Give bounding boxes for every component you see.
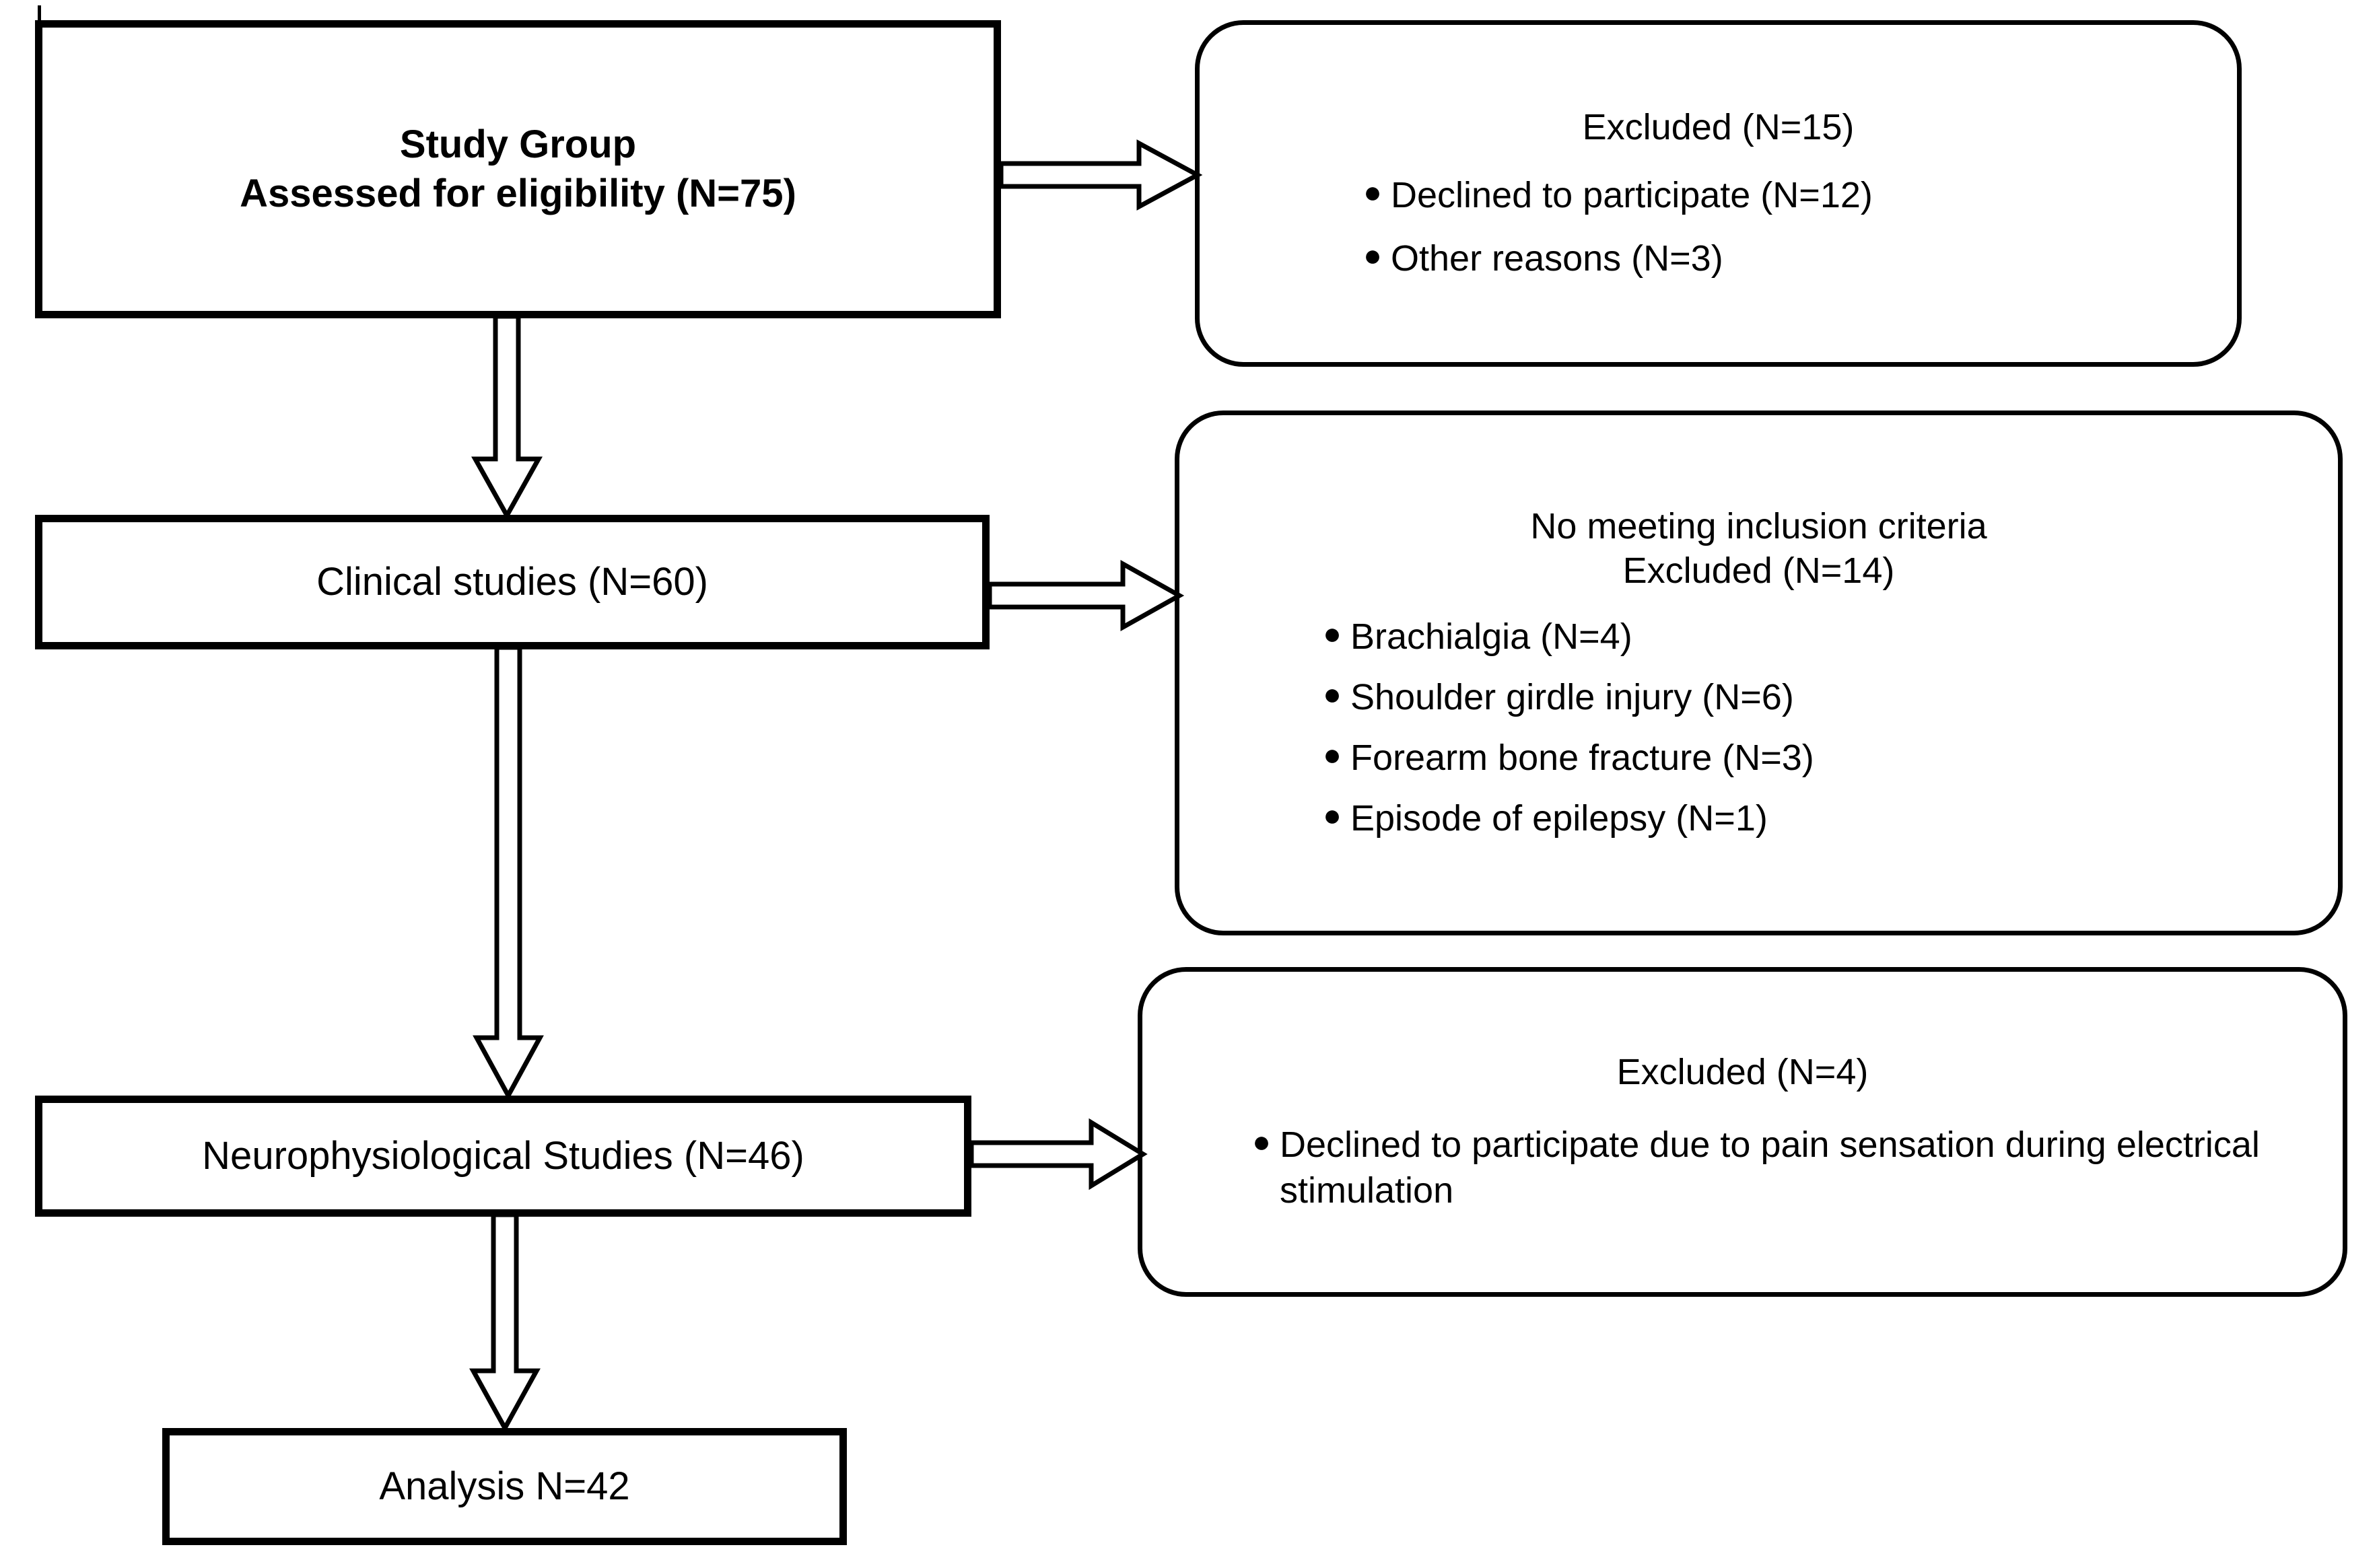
exclusion-item-text: Forearm bone fracture (N=3) — [1350, 737, 1814, 778]
exclusion-box-excluded-2-heading-line-1: No meeting inclusion criteria — [1530, 506, 1987, 547]
exclusion-box-excluded-1-heading-line-1: Excluded (N=15) — [1582, 106, 1855, 147]
exclusion-item-text: Other reasons (N=3) — [1391, 238, 1723, 279]
bullet-icon: ● — [1363, 238, 1382, 273]
flow-box-study-group[interactable]: Study Group Assessed for eligibility (N=… — [35, 20, 1001, 318]
list-item: ● Declined to participate (N=12) — [1354, 172, 2190, 218]
flow-box-neurophysiological-studies-text: Neurophysiological Studies (N=46) — [42, 1132, 964, 1181]
connector-arrow-study-group-to-excluded-1 — [998, 138, 1203, 212]
list-item: ● Brachialgia (N=4) — [1314, 614, 2298, 660]
flow-box-study-group-line-1: Study Group — [399, 122, 637, 166]
flow-box-analysis-line-1: Analysis N=42 — [379, 1464, 630, 1508]
connector-arrow-clinical-studies-to-excluded-2 — [987, 559, 1185, 633]
flow-box-clinical-studies[interactable]: Clinical studies (N=60) — [35, 515, 990, 649]
exclusion-box-excluded-2-list: ● Brachialgia (N=4) ● Shoulder girdle in… — [1314, 614, 2298, 841]
connector-arrow-clinical-studies-to-neurophysiological-studies — [471, 645, 545, 1101]
bullet-icon: ● — [1323, 615, 1342, 651]
list-item: ● Forearm bone fracture (N=3) — [1314, 735, 2298, 781]
scan-artifact-tick — [38, 5, 41, 26]
flow-box-neurophysiological-studies-line-1: Neurophysiological Studies (N=46) — [202, 1133, 804, 1178]
exclusion-box-excluded-3-heading-line-1: Excluded (N=4) — [1616, 1052, 1869, 1093]
exclusion-item-text: Declined to participate due to pain sens… — [1280, 1124, 2260, 1211]
connector-arrow-study-group-to-clinical-studies — [470, 314, 544, 521]
flow-box-study-group-text: Study Group Assessed for eligibility (N=… — [42, 120, 994, 218]
bullet-icon: ● — [1363, 174, 1382, 210]
flow-box-clinical-studies-line-1: Clinical studies (N=60) — [316, 559, 708, 604]
bullet-icon: ● — [1252, 1123, 1271, 1159]
exclusion-item-text: Declined to participate (N=12) — [1391, 175, 1873, 216]
connector-arrow-neurophysiological-studies-to-excluded-3 — [969, 1117, 1148, 1191]
list-item: ● Declined to participate due to pain se… — [1243, 1122, 2289, 1213]
flow-box-analysis-text: Analysis N=42 — [170, 1462, 839, 1511]
list-item: ● Shoulder girdle injury (N=6) — [1314, 674, 2298, 720]
exclusion-item-text: Episode of epilepsy (N=1) — [1350, 797, 1768, 839]
exclusion-box-excluded-2-heading-line-2: Excluded (N=14) — [1622, 550, 1895, 591]
exclusion-box-excluded-2[interactable]: No meeting inclusion criteria Excluded (… — [1175, 411, 2343, 935]
exclusion-item-text: Shoulder girdle injury (N=6) — [1350, 676, 1794, 717]
list-item: ● Episode of epilepsy (N=1) — [1314, 795, 2298, 841]
exclusion-box-excluded-3-list: ● Declined to participate due to pain se… — [1243, 1122, 2289, 1213]
exclusion-box-excluded-3[interactable]: Excluded (N=4) ● Declined to participate… — [1138, 967, 2347, 1297]
flow-box-clinical-studies-text: Clinical studies (N=60) — [42, 558, 982, 607]
flow-box-neurophysiological-studies[interactable]: Neurophysiological Studies (N=46) — [35, 1096, 971, 1217]
flow-box-analysis[interactable]: Analysis N=42 — [162, 1428, 847, 1545]
exclusion-box-excluded-2-heading: No meeting inclusion criteria Excluded (… — [1220, 505, 2298, 594]
bullet-icon: ● — [1323, 736, 1342, 772]
exclusion-box-excluded-1[interactable]: Excluded (N=15) ● Declined to participat… — [1195, 20, 2242, 367]
bullet-icon: ● — [1323, 676, 1342, 711]
exclusion-box-excluded-1-list: ● Declined to participate (N=12) ● Other… — [1354, 172, 2190, 281]
exclusion-box-excluded-1-heading: Excluded (N=15) — [1247, 106, 2190, 150]
list-item: ● Other reasons (N=3) — [1354, 236, 2190, 281]
exclusion-item-text: Brachialgia (N=4) — [1350, 616, 1632, 657]
connector-arrow-neurophysiological-studies-to-analysis — [468, 1212, 542, 1433]
bullet-icon: ● — [1323, 797, 1342, 832]
flow-box-study-group-line-2: Assessed for eligibility (N=75) — [240, 171, 796, 215]
exclusion-box-excluded-3-heading: Excluded (N=4) — [1196, 1050, 2289, 1095]
